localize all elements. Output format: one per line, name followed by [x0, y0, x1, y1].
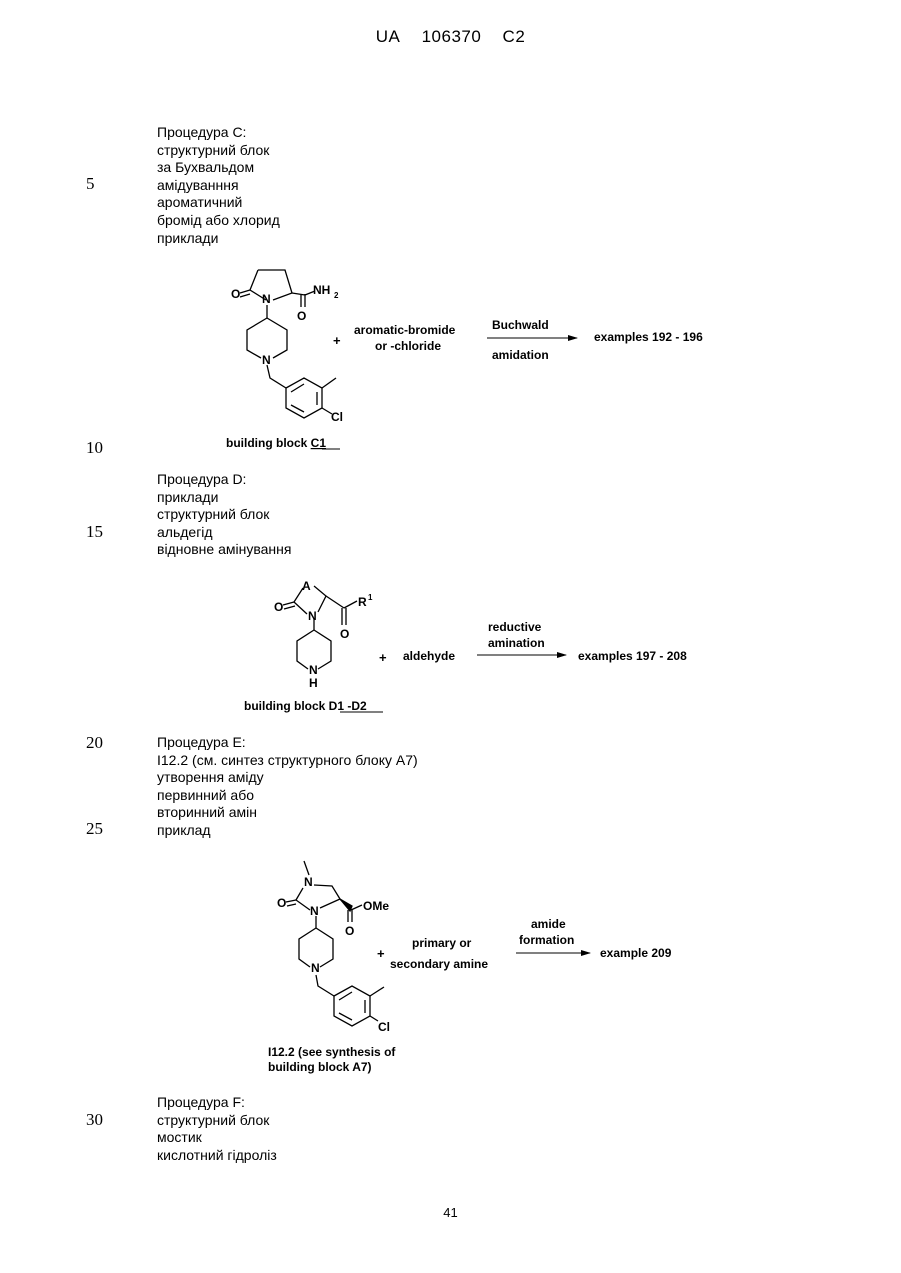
scheme-e-reagent-line2: secondary amine	[390, 957, 488, 971]
c1-atom-nitrogen-piperidine: N	[262, 353, 271, 367]
d-atom-nitrogen-ring: N	[308, 609, 317, 623]
d-atom-nitrogen-piperidine: N	[309, 663, 318, 677]
c1-atom-oxygen-amide: O	[297, 309, 306, 323]
scheme-d-caption: building block D1 -D2	[244, 699, 367, 713]
scheme-e-arrow-top1: amide	[531, 917, 566, 931]
e-methyl-bond	[304, 861, 309, 875]
scheme-c-plus: +	[333, 333, 341, 348]
scheme-d-arrow-top2: amination	[488, 636, 545, 650]
scheme-e-arrow-top2: formation	[519, 933, 574, 947]
d-atom-superscript: 1	[368, 593, 373, 602]
scheme-c-reagent-line2: or -chloride	[375, 339, 441, 353]
c1-atom-nh: NH	[313, 283, 330, 297]
scheme-d-plus: +	[379, 650, 387, 665]
e-chloro-bond	[370, 1016, 378, 1021]
scheme-c-caption: building block C1	[226, 436, 326, 450]
c1-atom-chlorine: Cl	[331, 410, 343, 424]
page-number: 41	[0, 1205, 901, 1220]
scheme-e-plus: +	[377, 946, 385, 961]
e-atom-oxygen-ring: O	[277, 896, 286, 910]
c1-atom-subscript: 2	[334, 291, 339, 300]
d-atom-oxygen-ring: O	[274, 600, 283, 614]
e-atom-oxygen-ester: O	[345, 924, 354, 938]
e-atom-ome: OMe	[363, 899, 389, 913]
d-atom-a: A	[302, 579, 311, 593]
scheme-e-product: example 209	[600, 946, 672, 960]
c1-benzene-ring	[286, 378, 322, 418]
scheme-c-caption-code: C1	[311, 436, 327, 450]
scheme-d-reagent: aldehyde	[403, 649, 455, 663]
c1-carbonyl-bond	[240, 290, 250, 297]
d-atom-oxygen-ketone: O	[340, 627, 349, 641]
scheme-e	[286, 861, 384, 1026]
scheme-c-product: examples 192 - 196	[594, 330, 703, 344]
e-atom-chlorine: Cl	[378, 1020, 390, 1034]
c1-benzyl-bond	[267, 365, 286, 388]
c1-amide-chain	[292, 291, 315, 307]
e-atom-nitrogen-piperidine: N	[311, 961, 320, 975]
c1-methyl-bond	[322, 378, 336, 388]
e-ester-chain	[320, 899, 362, 922]
scheme-e-caption-line2: building block A7)	[268, 1060, 372, 1074]
scheme-c-arrow-top: Buchwald	[492, 318, 549, 332]
scheme-e-caption-line1: I12.2 (see synthesis of	[268, 1045, 396, 1059]
d-atom-hydrogen: H	[309, 676, 318, 690]
d-atom-r: R	[358, 595, 367, 609]
scheme-d-caption-code: D1 -D2	[329, 699, 367, 713]
e-atom-nitrogen-ring: N	[310, 904, 319, 918]
scheme-c-reagent-line1: aromatic-bromide	[354, 323, 456, 337]
c1-atom-nitrogen-ring: N	[262, 292, 271, 306]
scheme-d-arrow-top1: reductive	[488, 620, 542, 634]
d-ketone-chain	[326, 596, 357, 625]
e-wedge-bond	[340, 899, 352, 911]
scheme-e-reagent-line1: primary or	[412, 936, 472, 950]
d-carbonyl-bond	[283, 602, 295, 609]
scheme-c-caption-prefix: building block	[226, 436, 311, 450]
e-methyl-aryl-bond	[370, 987, 384, 996]
c1-atom-oxygen-ring: O	[231, 287, 240, 301]
scheme-d-product: examples 197 - 208	[578, 649, 687, 663]
e-carbonyl-bond	[286, 900, 296, 906]
c1-piperidine-ring	[247, 318, 287, 358]
scheme-d-caption-prefix: building block	[244, 699, 329, 713]
e-atom-nitrogen-top: N	[304, 875, 313, 889]
e-benzyl-bond	[316, 975, 334, 996]
c1-pyrrolidinone-ring	[250, 270, 292, 300]
scheme-c-arrow-bottom: amidation	[492, 348, 549, 362]
e-benzene-ring	[334, 986, 370, 1026]
